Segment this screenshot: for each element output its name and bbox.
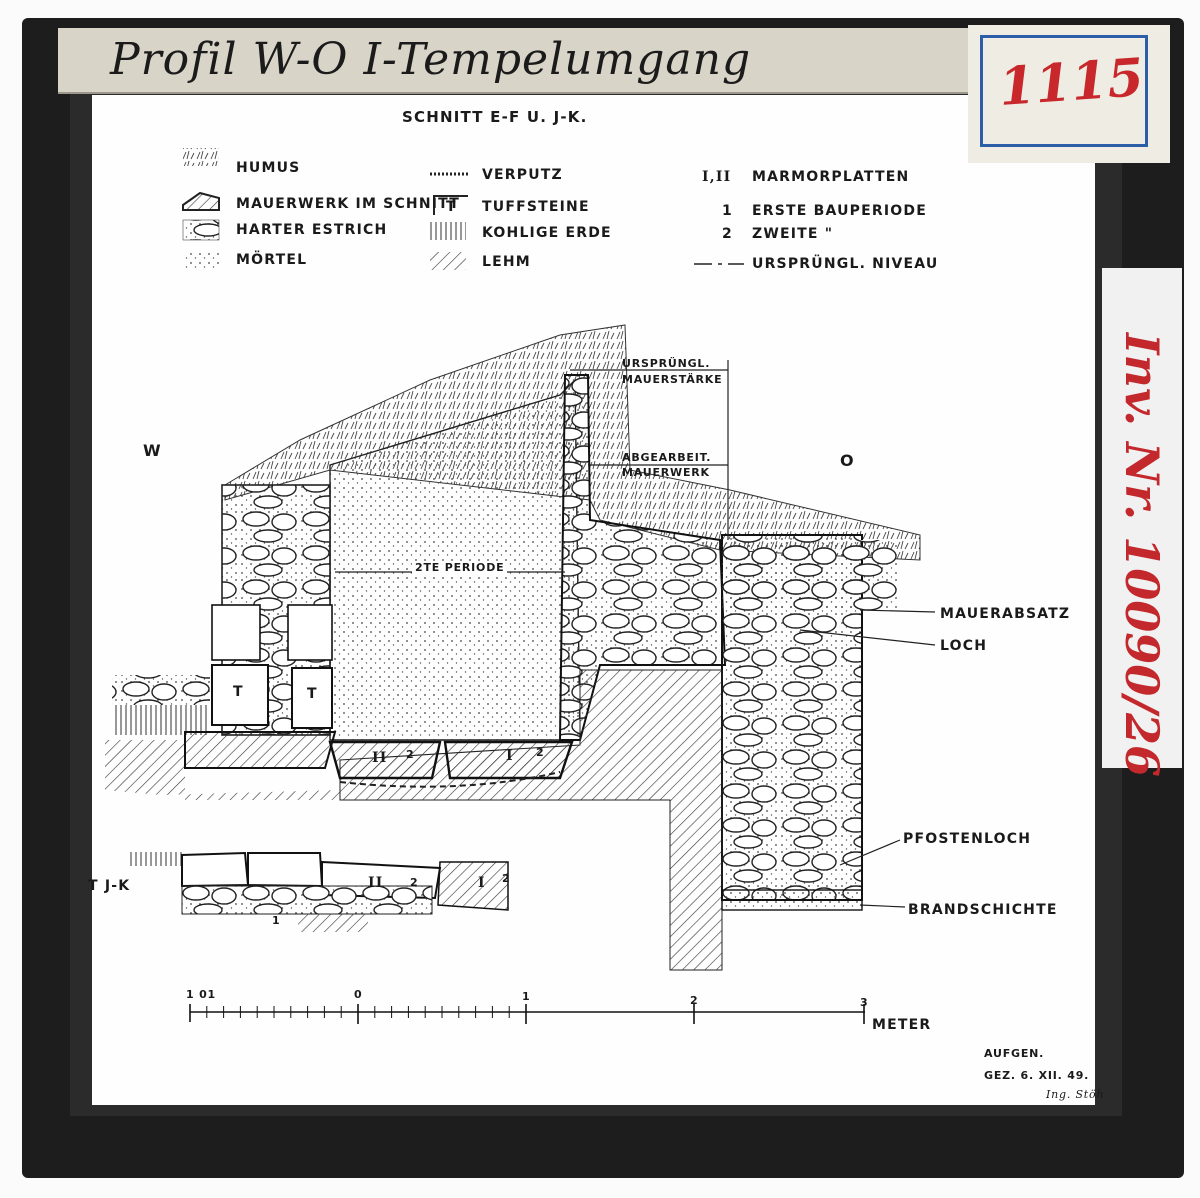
- scale-bar: [189, 1004, 865, 1024]
- east-wall-top: [722, 540, 897, 610]
- scale-tick-2: 2: [690, 994, 699, 1007]
- legend-period2-symbol: 2: [722, 226, 733, 242]
- label-wall-offset: MAUERABSATZ: [940, 606, 1071, 622]
- jk-slab-II-period: 2: [410, 876, 419, 889]
- credit-line-1: AUFGEN.: [984, 1047, 1045, 1060]
- clay-layer-west: [105, 740, 340, 800]
- legend-period1: ERSTE BAUPERIODE: [752, 203, 927, 219]
- burn-layer: [721, 889, 863, 911]
- slab-II-period: 2: [406, 748, 415, 761]
- label-burn-layer: BRANDSCHICHTE: [908, 902, 1058, 918]
- legend-period1-symbol: 1: [722, 203, 733, 219]
- stamp-border: 1115: [980, 35, 1148, 147]
- legend-original-level: URSPRÜNGL. NIVEAU: [752, 256, 939, 272]
- scale-tick-3: 3: [860, 996, 869, 1009]
- label-original-wall-1: URSPRÜNGL.: [622, 357, 711, 370]
- top-label-text: Profil W-O I-Tempelumgang: [110, 34, 752, 85]
- legend-charcoal: KOHLIGE ERDE: [482, 225, 612, 241]
- legend-marble-symbol: I,II: [702, 169, 732, 185]
- legend-mortar: MÖRTEL: [236, 252, 308, 268]
- tuff-block-4: [287, 604, 333, 661]
- marble-slab-II: [328, 740, 442, 780]
- direction-west: W: [143, 441, 162, 460]
- label-worked-wall-2: MAUERWERK: [622, 466, 710, 479]
- scale-tick-minus1: 1 01: [186, 988, 216, 1001]
- legend-clay: LEHM: [482, 254, 531, 270]
- slab-II-mark: II: [372, 750, 388, 766]
- handwritten-side-label: Inv. Nr. 10090/26: [1102, 268, 1182, 777]
- label-second-period: 2TE PERIODE: [412, 561, 508, 574]
- scale-unit: METER: [872, 1017, 932, 1033]
- legend-tuff-symbol: T: [446, 199, 457, 215]
- scale-tick-0: 0: [354, 988, 363, 1001]
- legend-period2: ZWEITE ": [752, 226, 834, 242]
- drawing-title: SCHNITT E-F U. J-K.: [402, 108, 588, 126]
- label-hole: LOCH: [940, 638, 988, 654]
- jk-period-1: 1: [272, 914, 281, 927]
- jk-slab-I-period: 2: [502, 872, 511, 885]
- legend-symbols: [182, 148, 744, 270]
- slab-I-mark: I: [506, 748, 514, 764]
- tuff-block-1: [211, 664, 269, 726]
- charcoal-earth: [112, 705, 210, 735]
- label-worked-wall-1: ABGEARBEIT.: [622, 451, 712, 464]
- legend-tuff: TUFFSTEINE: [482, 199, 590, 215]
- jk-slab-II-mark: II: [368, 875, 384, 891]
- floor-slab-west: [184, 731, 337, 769]
- scale-tick-1: 1: [522, 990, 531, 1003]
- tuff-mark-1: T: [233, 684, 244, 700]
- label-post-hole: PFOSTENLOCH: [903, 831, 1032, 847]
- legend-plaster: VERPUTZ: [482, 167, 563, 183]
- tuff-block-2: [291, 667, 333, 729]
- credit-signature: Ing. Stöh: [1046, 1088, 1105, 1101]
- tuff-mark-2: T: [307, 686, 318, 702]
- handwritten-top-label: Profil W-O I-Tempelumgang: [58, 28, 978, 94]
- number-stamp: 1115: [968, 25, 1170, 163]
- credit-line-2: GEZ. 6. XII. 49.: [984, 1069, 1090, 1082]
- tuff-block-3: [211, 604, 261, 661]
- label-section-jk: T J-K: [88, 878, 131, 894]
- screed-west: [112, 675, 210, 705]
- slab-I-period: 2: [536, 746, 545, 759]
- jk-slab-I-mark: I: [478, 875, 486, 891]
- legend-screed: HARTER ESTRICH: [236, 222, 388, 238]
- section-jk: [127, 851, 509, 932]
- legend-masonry: MAUERWERK IM SCHNITT: [236, 196, 460, 212]
- legend-marble: MARMORPLATTEN: [752, 169, 910, 185]
- legend-humus: HUMUS: [236, 160, 301, 176]
- original-level-line: [339, 771, 561, 788]
- marble-slab-I: [443, 740, 574, 780]
- label-original-wall-2: MAUERSTÄRKE: [622, 373, 723, 386]
- direction-east: O: [840, 451, 855, 470]
